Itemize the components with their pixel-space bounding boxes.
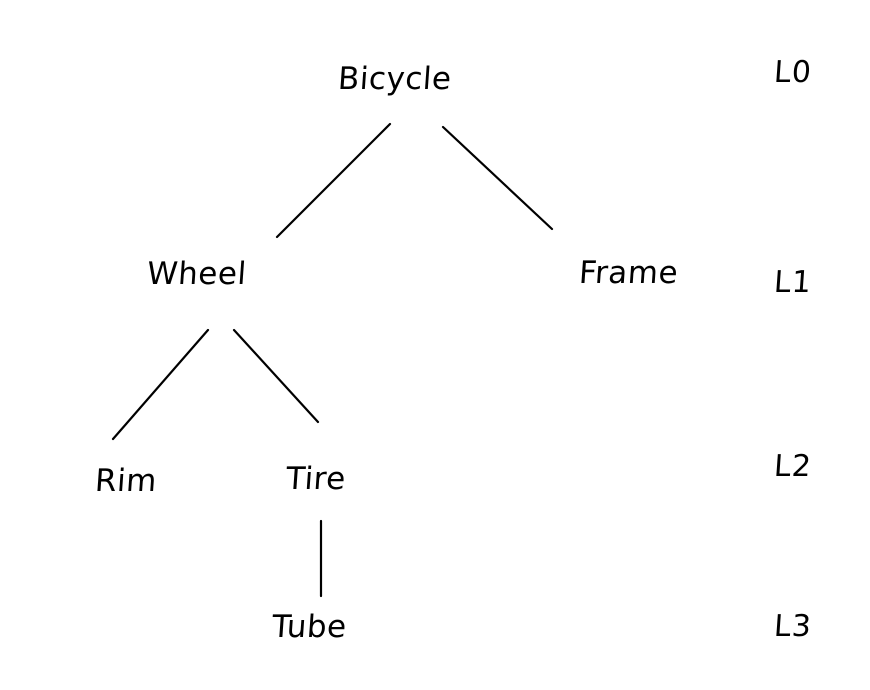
edge-bicycle-wheel [275, 122, 392, 239]
edge-wheel-rim [111, 328, 210, 441]
node-tire: Tire [284, 461, 348, 497]
level-label-l1: L1 [772, 265, 814, 300]
node-bicycle: Bicycle [336, 61, 453, 97]
node-rim: Rim [93, 463, 159, 499]
level-label-l2: L2 [772, 449, 814, 484]
level-label-l3: L3 [772, 609, 814, 644]
node-wheel: Wheel [145, 256, 248, 292]
node-frame: Frame [577, 255, 680, 291]
edge-wheel-tire [232, 328, 320, 424]
node-tube: Tube [270, 609, 348, 645]
edge-bicycle-frame [441, 125, 554, 231]
level-label-l0: L0 [772, 55, 814, 90]
